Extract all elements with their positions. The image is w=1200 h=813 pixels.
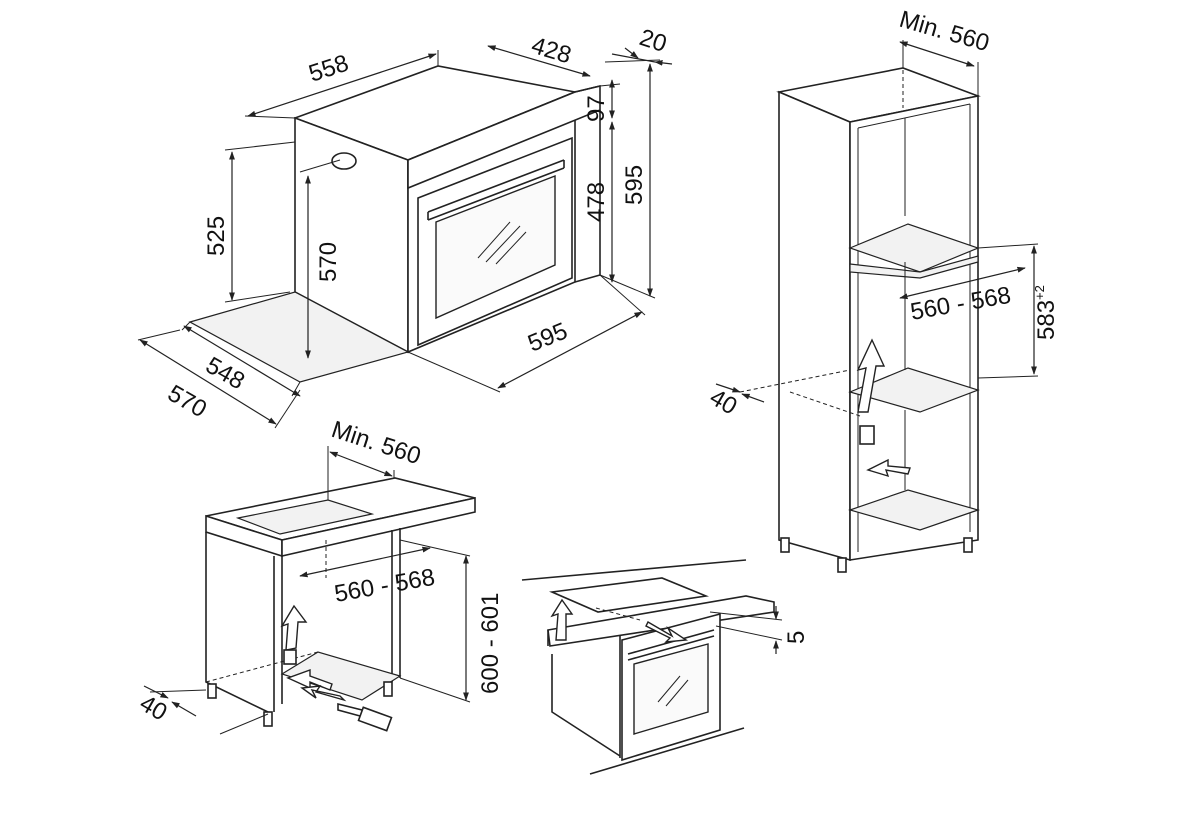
dim-595-horizontal-label: 595 — [524, 318, 571, 358]
oven-window — [435, 174, 556, 320]
dim-548-label: 548 — [201, 352, 249, 395]
column-shelf-bottom — [848, 489, 980, 531]
hob-cutout — [235, 499, 375, 535]
oven-vent — [331, 152, 357, 170]
column-shelf-lower — [848, 367, 980, 413]
column-leg — [837, 557, 847, 573]
undercounter-floor — [280, 651, 402, 701]
column-niche-height-label: 583+2 — [1032, 285, 1060, 340]
column-min-width-label: Min. 560 — [896, 6, 992, 57]
dim-525-label: 525 — [203, 216, 230, 256]
column-front — [849, 95, 979, 561]
column-leg — [963, 537, 973, 553]
dim-428-label: 428 — [528, 32, 574, 70]
column-leg — [780, 537, 790, 553]
undercounter-gap-label: 40 — [135, 690, 172, 727]
dim-558-label: 558 — [306, 50, 352, 88]
airflow-in-arrow — [866, 458, 911, 478]
dim-478-label: 478 — [583, 182, 610, 222]
hob-gap-label: 5 — [783, 631, 810, 644]
dim-97-label: 97 — [583, 95, 610, 122]
undercounter-cabinet: Min. 560 560 - 568 600 - 601 40 — [135, 416, 504, 735]
column-gap-label: 40 — [705, 384, 742, 421]
dim-595-vertical-label: 595 — [621, 165, 648, 205]
airflow-up-arrow — [280, 604, 308, 651]
hob-oven-window — [633, 643, 709, 735]
oven-drawing: 558 428 20 97 478 595 595 525 — [137, 24, 673, 429]
undercounter-niche-height-label: 600 - 601 — [477, 593, 504, 694]
undercounter-min-width-label: Min. 560 — [328, 416, 424, 470]
hob-plate — [549, 577, 710, 613]
undercounter-niche-width-label: 560 - 568 — [332, 564, 437, 608]
undercounter-leg — [383, 681, 393, 697]
column-cabinet: Min. 560 560 - 568 583+2 40 — [705, 6, 1060, 573]
hob-section-drawing: 5 — [521, 559, 810, 775]
column-side — [778, 90, 851, 562]
undercounter-leg — [207, 683, 217, 699]
dim-570-vertical-label: 570 — [315, 242, 342, 282]
undercounter-leg — [263, 711, 273, 727]
airflow-out-arrow — [645, 621, 689, 643]
airflow-up-arrow — [550, 598, 574, 641]
airflow-up-arrow — [856, 338, 886, 413]
oven-handle — [427, 159, 565, 221]
oven-control-panel — [407, 84, 601, 190]
dim-20-label: 20 — [636, 24, 670, 58]
dim-570-depth-label: 570 — [163, 380, 211, 423]
airflow-in-arrow — [286, 669, 333, 691]
hob-countertop — [547, 595, 775, 647]
